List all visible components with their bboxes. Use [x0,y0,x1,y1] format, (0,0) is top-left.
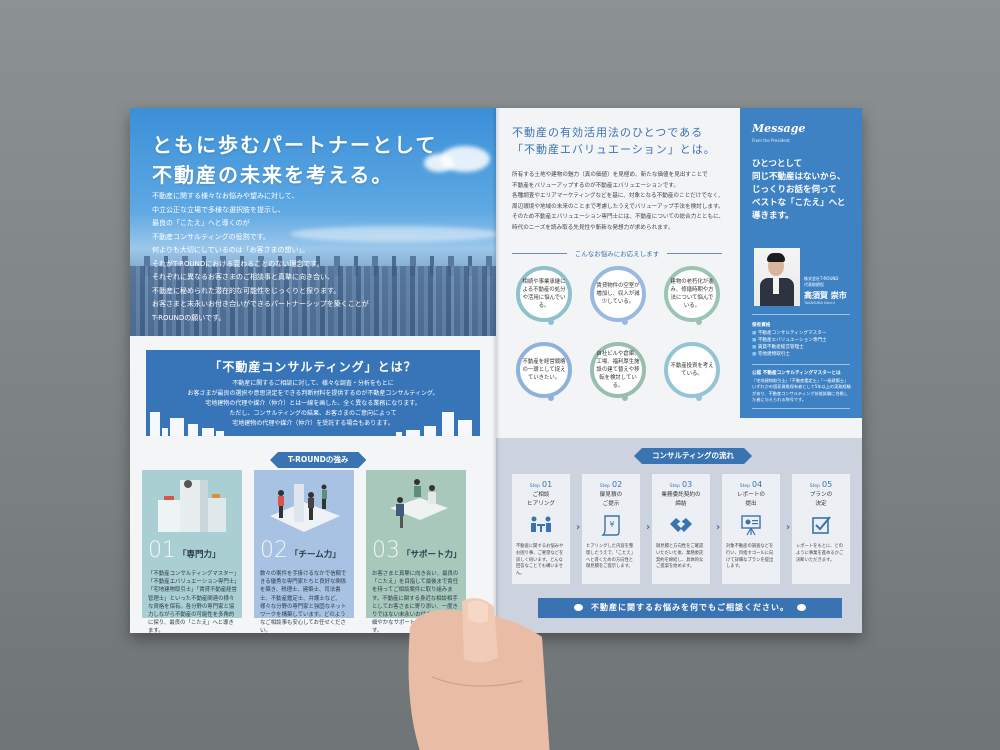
message-script-title: Message [752,122,806,135]
right-page: 不動産の有効活用法のひとつである 「不動産エバリュエーション」とは。 所有する土… [496,108,862,633]
strength-number: 01 [148,538,176,563]
worry-circle: 自社ビルや倉庫、工場、福利厚生施設の建て替えや移転を検討している。 [590,342,646,401]
message-subtitle: From the President [752,138,790,143]
cloud-graphic [424,154,454,172]
consulting-title: 「不動産コンサルティング」とは？ [209,360,417,374]
worry-circle: 相続や事業承継による不動産の処分や活用に悩んでいる。 [516,266,572,325]
strength-card-01: 01 「専門力」 「不動産コンサルティングマスター」「不動産エバリュエーション専… [142,470,242,633]
chevron-right-icon: › [716,522,721,533]
chevron-right-icon: › [646,522,651,533]
strength-label: 「サポート力」 [402,550,462,560]
brochure-spine [492,108,500,633]
strength-label: 「専門力」 [178,550,221,560]
worries-heading: こんなお悩みにお応えします [512,248,722,258]
support-illustration-icon [390,479,448,528]
brochure: ともに歩むパートナーとして 不動産の未来を考える。 不動産に関する様々なお悩みや… [130,108,862,633]
strength-label: 「チーム力」 [290,550,341,560]
step-title: プランの決定 [809,492,833,507]
worry-circle: 建物の老朽化が進み、修繕時期や方法について悩んでいる。 [664,266,720,325]
step-title: ご相談ヒアリング [527,492,555,507]
presentation-icon [741,515,761,536]
chevron-right-icon: › [576,522,581,533]
yen-document-icon: ¥ [601,515,620,536]
hero-body: 不動産に関する様々なお悩みや望みに対して、 中立公正な立場で多様な選択肢を提示し… [152,192,369,322]
message-lead: ひとつとして 同じ不動産はないから、 じっくりお話を伺って ベストな「こたえ」へ… [752,159,846,221]
consulting-banner: 「不動産コンサルティング」とは？ 不動産に関するご相談に対して、様々な調査・分析… [146,350,480,436]
evaluation-body: 所有する土地や建物の魅力（真の価値）を見極め、新たな価値を見出すことで 不動産を… [512,172,725,231]
president-name: 高須賀 崇市 [804,291,847,300]
president-photo [754,248,800,306]
strength-desc: 「不動産コンサルティングマスター」「不動産エバリュエーション専門士」「宅地建物取… [148,571,237,633]
strengths-ribbon: T-ROUNDの強み [270,452,366,468]
speech-bubble-icon [574,604,583,611]
step-title: 業務委託契約の締結 [661,492,701,507]
strength-number: 03 [372,538,400,563]
president-name-roman: TAKASUKA Soichi [804,301,835,305]
qualifications-list: 不動産コンサルティングマスター 不動産エバリュエーション専門士 賃貸不動産経営管… [752,330,827,358]
worry-circle: 賃貸物件の空室が増加し、収入が減少している。 [590,266,646,325]
chevron-right-icon: › [786,522,791,533]
note-body: 「宅地建物取引士」「不動産鑑定士」「一級建築士」いずれかの国家資格保有者として5… [752,378,851,403]
evaluation-title: 不動産の有効活用法のひとつである 「不動産エバリュエーション」とは。 [512,126,716,156]
consulting-body: 不動産に関するご相談に対して、様々な調査・分析をもとに お客さまが最良の選択や意… [187,380,439,427]
strength-number: 02 [260,538,288,563]
worry-circle: 不動産を経営戦略の一環として捉えていきたい。 [516,342,572,401]
note-title: 公認 不動産コンサルティングマスターとは [752,371,841,376]
step-title: レポートの提出 [737,492,765,507]
step-desc: 不動産に関するお悩みやお困り事、ご要望などを詳しく伺います。どんな回答なことでも… [516,544,564,577]
left-page: ともに歩むパートナーとして 不動産の未来を考える。 不動産に関する様々なお悩みや… [130,108,496,633]
step-desc: ヒアリングした内容を整理したうえで、「こたえ」へと導くための方向性と御見積をご提… [586,544,636,570]
step-desc: レポートをもとに、どのように事業を進めるかご決断いただきます。 [796,544,844,563]
holding-hand [408,598,550,750]
qualifications-title: 保有資格 [752,323,771,328]
worry-circle: 不動産投資を考えている。 [664,342,720,401]
consultation-cta-banner: 不動産に関するお悩みを何でもご相談ください。 [538,598,842,618]
divider [752,314,850,315]
step-desc: 御見積と方向性をご確認いただいた後、業務委託契約を締結し、具体的なご提案を始めま… [656,544,704,570]
speech-bubble-icon [797,604,806,611]
checkbox-icon [812,516,831,534]
divider [752,364,850,365]
step-title: 御見積のご提示 [599,492,623,507]
handshake-icon [670,518,692,532]
strength-card-03: 03 「サポート力」 お客さまと真摯に向き合い、最良の「こたえ」を目指して最後ま… [366,470,466,633]
divider [752,408,850,409]
cloud-graphic [290,226,496,242]
president-company: 株式会社T-ROUND 代表取締役 [804,276,839,287]
expertise-illustration-icon [158,480,226,532]
hero-title: ともに歩むパートナーとして 不動産の未来を考える。 [152,133,438,187]
team-illustration-icon [270,484,340,532]
step-desc: 対象不動産の調査などを行い、目指すゴールに向けて詳細なプランを提出します。 [726,544,774,570]
flow-ribbon: コンサルティングの流れ [634,448,752,464]
president-message-panel: Message From the President ひとつとして 同じ不動産は… [740,108,862,418]
svg-text:¥: ¥ [609,520,614,529]
strength-desc: 数々の案件を手掛けるなかで信頼できる優秀な専門家たちと良好な関係を築き、税理士、… [260,571,347,633]
strength-card-02: 02 「チーム力」 数々の案件を手掛けるなかで信頼できる優秀な専門家たちと良好な… [254,470,354,633]
hero-section: ともに歩むパートナーとして 不動産の未来を考える。 不動産に関する様々なお悩みや… [130,108,496,336]
meeting-icon [531,516,551,532]
city-skyline [130,266,496,336]
